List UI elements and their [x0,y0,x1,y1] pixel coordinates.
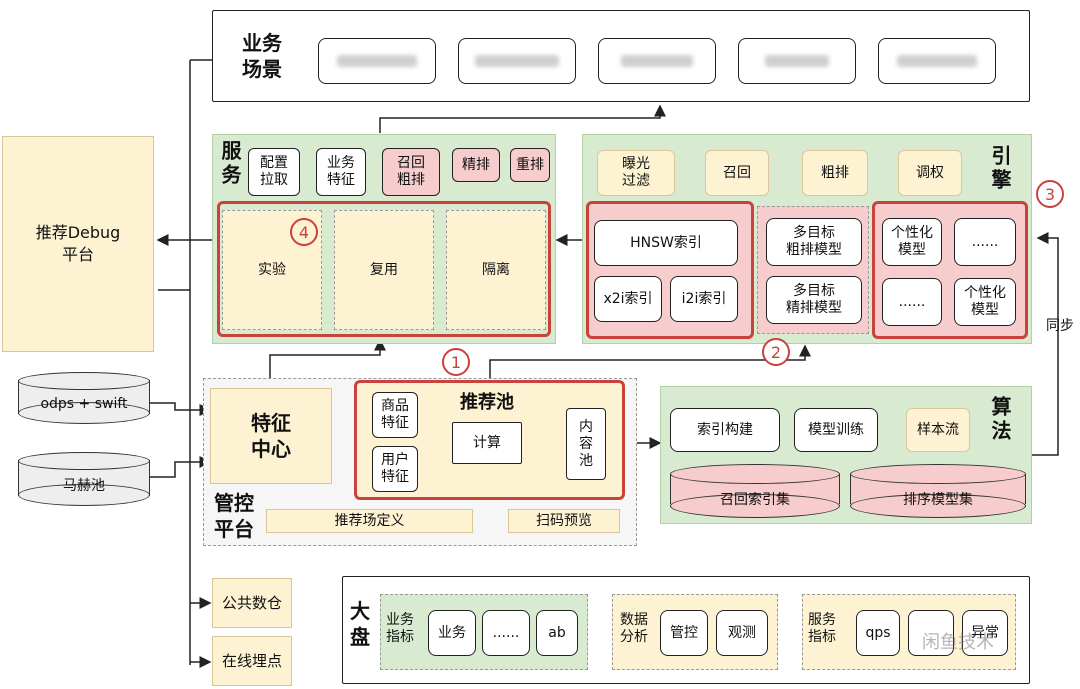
debug-platform[interactable]: 推荐Debug 平台 [2,136,154,352]
data-analysis-label: 数据 分析 [620,612,648,645]
engine-recall-step[interactable]: 召回 [705,150,769,196]
service-title: 服务 [218,140,242,188]
sample-stream[interactable]: 样本流 [906,408,970,452]
algorithm-title: 算法 [988,396,1012,444]
model-training[interactable]: 模型训练 [794,408,878,452]
fine-rank-step[interactable]: 精排 [452,148,500,182]
engine-ellipsis-2: ...... [882,278,942,326]
scene-item[interactable] [318,38,436,84]
badge-2: 2 [762,338,790,366]
personal-model-1[interactable]: 个性化 模型 [882,218,942,266]
dashboard-title: 大盘 [350,599,370,649]
scene-definition[interactable]: 推荐场定义 [266,509,473,533]
scene-item[interactable] [598,38,716,84]
goods-feature[interactable]: 商品 特征 [372,392,418,438]
recall-coarse-step[interactable]: 召回 粗排 [382,148,440,196]
business-metrics-label: 业务 指标 [386,612,414,645]
scene-item[interactable] [738,38,856,84]
rank-model-set[interactable]: 排序模型集 [850,464,1026,518]
badge-3: 3 [1036,180,1064,208]
online-tracking[interactable]: 在线埋点 [212,636,292,686]
metric-observe[interactable]: 观测 [716,610,768,656]
metric-control[interactable]: 管控 [660,610,708,656]
business-scene-title: 业务 场景 [242,31,282,81]
recall-index-set-label: 召回索引集 [720,491,790,508]
reuse-panel[interactable]: 复用 [334,210,434,330]
weight-adjust-step[interactable]: 调权 [898,150,962,196]
biz-feature-step[interactable]: 业务 特征 [316,148,366,196]
recall-index-set[interactable]: 召回索引集 [670,464,840,518]
user-feature[interactable]: 用户 特征 [372,446,418,492]
metric-blank[interactable] [908,610,954,656]
qr-preview[interactable]: 扫码预览 [508,509,620,533]
scene-item[interactable] [458,38,576,84]
engine-title: 引擎 [988,145,1012,193]
scene-item[interactable] [878,38,996,84]
badge-1: 1 [442,348,470,376]
metric-business[interactable]: 业务 [428,610,476,656]
content-pool[interactable]: 内 容 池 [566,408,606,480]
public-data-warehouse[interactable]: 公共数仓 [212,578,292,628]
odps-swift-label: odps + swift [40,395,128,412]
hnsw-index[interactable]: HNSW索引 [594,220,738,266]
control-platform-title: 管控 平台 [214,491,254,541]
badge-4: 4 [290,218,318,246]
service-metrics-label: 服务 指标 [808,612,836,645]
engine-ellipsis-1: ...... [954,218,1016,266]
recommend-pool-title: 推荐池 [460,392,514,413]
sync-label: 同步 [1046,318,1074,334]
metric-ellipsis: ...... [482,610,530,656]
engine-coarse-step[interactable]: 粗排 [802,150,868,196]
compute-node[interactable]: 计算 [452,422,522,464]
rank-model-set-label: 排序模型集 [903,491,973,508]
feature-center[interactable]: 特征 中心 [210,388,332,484]
personal-model-2[interactable]: 个性化 模型 [954,278,1016,326]
watermark: 闲鱼技术 [922,632,994,653]
metric-ab[interactable]: ab [536,610,578,656]
index-build[interactable]: 索引构建 [670,408,780,452]
service-feature-frame [217,201,551,337]
metric-qps[interactable]: qps [856,610,900,656]
mahe-pool-source[interactable]: 马赫池 [18,452,150,506]
mahe-pool-label: 马赫池 [63,477,105,494]
odps-swift-source[interactable]: odps + swift [18,372,150,424]
multi-coarse-model[interactable]: 多目标 粗排模型 [766,218,862,266]
exposure-filter-step[interactable]: 曝光 过滤 [597,150,675,196]
metric-exception[interactable]: 异常 [962,610,1008,656]
i2i-index[interactable]: i2i索引 [670,276,738,322]
rerank-step[interactable]: 重排 [510,148,550,182]
config-pull-step[interactable]: 配置 拉取 [248,148,300,196]
x2i-index[interactable]: x2i索引 [594,276,662,322]
multi-fine-model[interactable]: 多目标 精排模型 [766,276,862,324]
isolation-panel[interactable]: 隔离 [446,210,546,330]
